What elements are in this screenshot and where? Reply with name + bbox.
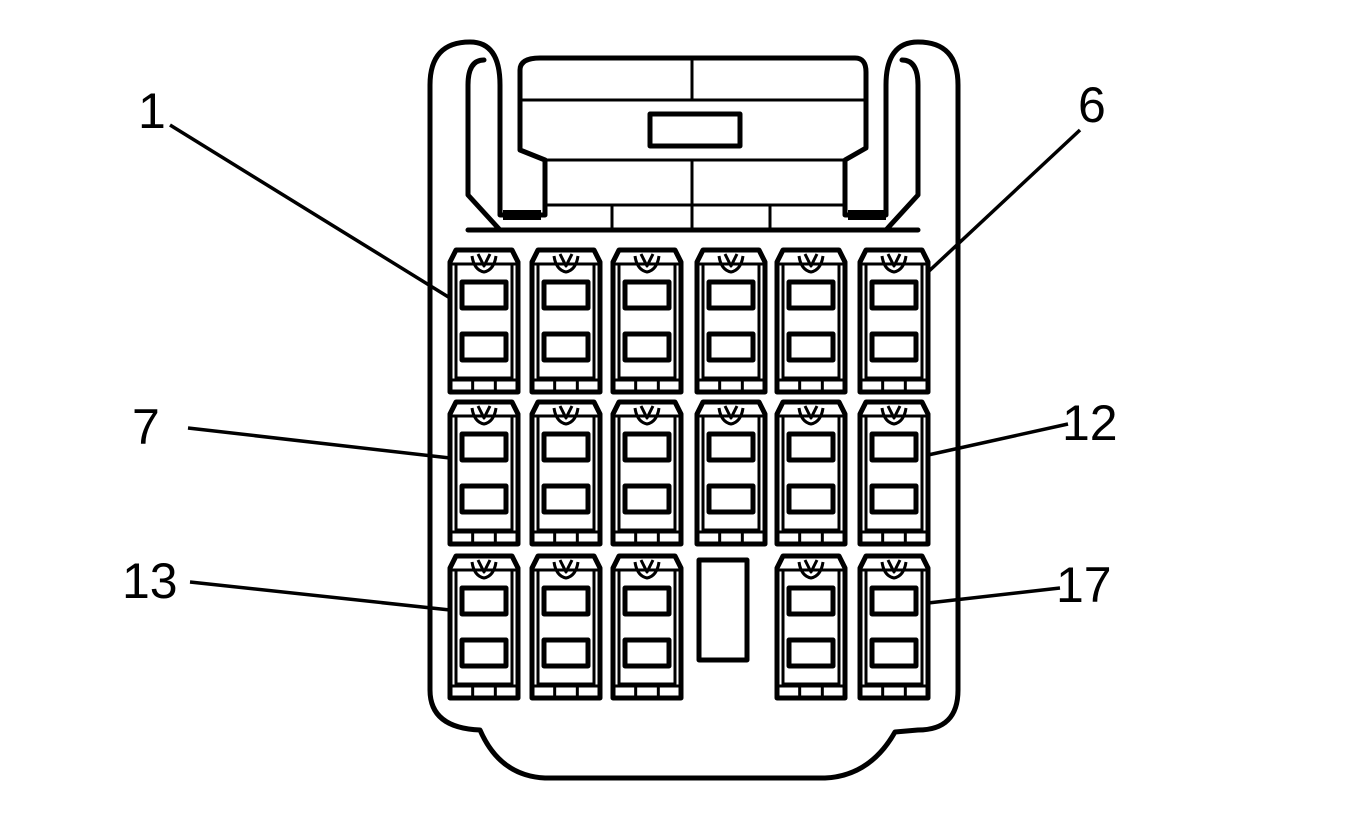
callout-label-13: 13 xyxy=(122,553,178,609)
terminal-cavity xyxy=(857,399,931,547)
terminal-cavity xyxy=(447,553,521,701)
terminal-cavity xyxy=(610,399,684,547)
leader-line-1 xyxy=(169,123,451,300)
terminal-cavity xyxy=(774,247,848,395)
terminal-cavities xyxy=(447,247,931,701)
terminal-cavity xyxy=(857,553,931,701)
leader-line-12 xyxy=(927,422,1069,457)
terminal-cavity xyxy=(694,247,768,395)
terminal-cavity xyxy=(774,399,848,547)
leader-line-17 xyxy=(927,586,1061,605)
callout-label-17: 17 xyxy=(1056,557,1112,613)
blank-cavity xyxy=(696,557,750,663)
terminal-cavity xyxy=(447,399,521,547)
terminal-cavity xyxy=(857,247,931,395)
terminal-cavity xyxy=(529,553,603,701)
leader-lines xyxy=(169,123,1082,612)
terminal-cavity xyxy=(610,553,684,701)
terminal-cavity xyxy=(529,247,603,395)
terminal-cavity xyxy=(774,553,848,701)
connector-housing xyxy=(427,39,961,781)
terminal-cavity xyxy=(447,247,521,395)
callout-label-6: 6 xyxy=(1078,77,1106,133)
terminal-cavity xyxy=(529,399,603,547)
callout-label-1: 1 xyxy=(138,83,166,139)
leader-line-6 xyxy=(926,128,1082,274)
leader-line-13 xyxy=(189,580,451,612)
callout-label-7: 7 xyxy=(132,399,160,455)
leader-line-7 xyxy=(187,426,451,460)
terminal-cavity xyxy=(694,399,768,547)
terminal-cavity xyxy=(610,247,684,395)
callout-label-12: 12 xyxy=(1062,395,1118,451)
latch xyxy=(503,58,886,230)
